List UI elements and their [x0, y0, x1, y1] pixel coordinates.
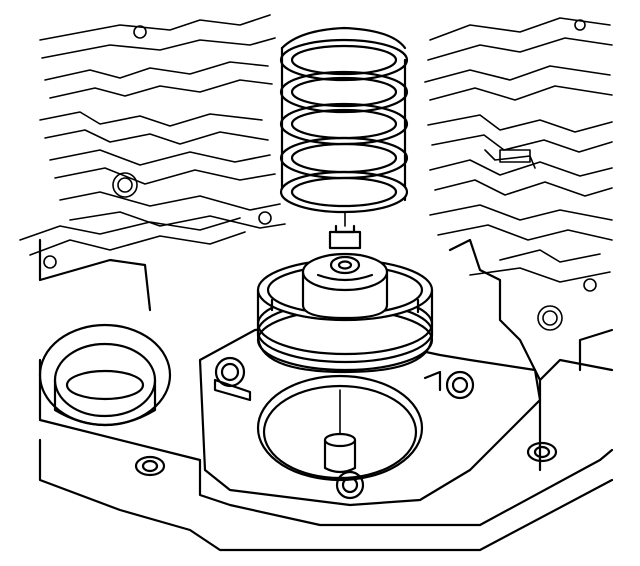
accumulator-piston-icon	[256, 224, 434, 374]
valve-body-casting-icon	[19, 14, 614, 552]
oil-channels-right	[424, 17, 613, 331]
casting-outline	[38, 238, 614, 552]
oil-channels-left	[19, 14, 286, 269]
accumulator-pin-icon	[323, 432, 357, 474]
mount-hole-right	[526, 441, 558, 463]
left-bore	[38, 323, 172, 427]
spring-icon	[279, 26, 409, 214]
mount-hole-left	[134, 455, 166, 477]
